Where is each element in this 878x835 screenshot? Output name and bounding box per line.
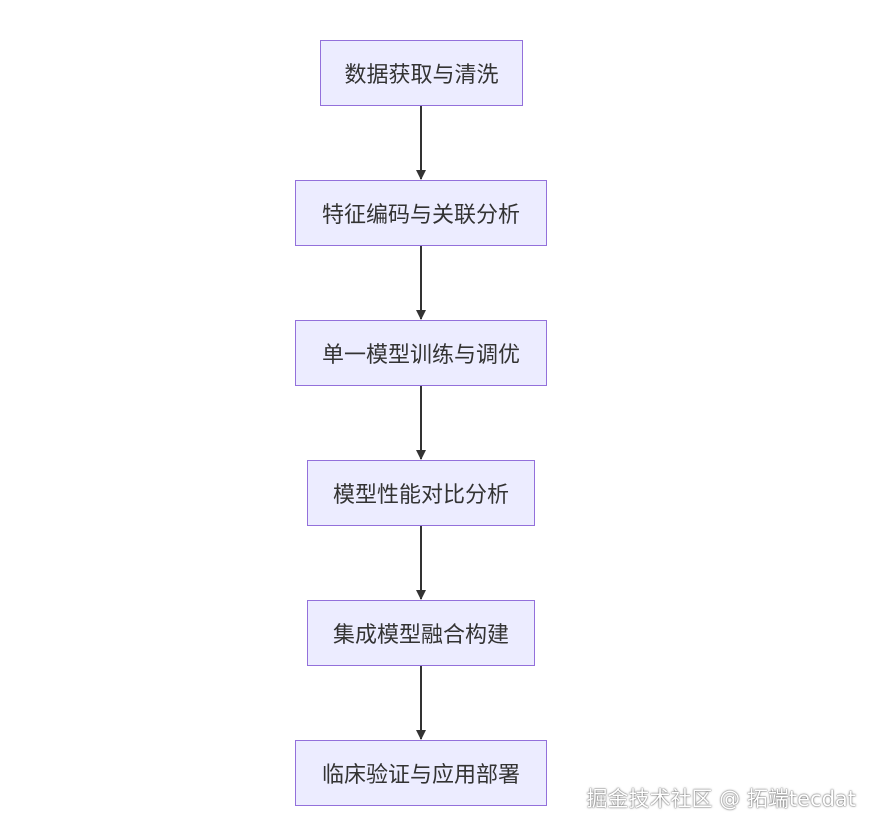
watermark: 掘金技术社区 @ 拓端tecdat	[586, 787, 856, 811]
node-label: 单一模型训练与调优	[321, 343, 520, 368]
node-feature-encoding-correlation: 特征编码与关联分析	[295, 180, 547, 246]
node-label: 临床验证与应用部署	[321, 763, 520, 788]
node-model-performance-comparison: 模型性能对比分析	[307, 460, 535, 526]
node-data-acquisition-cleaning: 数据获取与清洗	[320, 40, 523, 106]
node-label: 数据获取与清洗	[344, 63, 499, 88]
node-label: 模型性能对比分析	[332, 483, 509, 508]
node-single-model-training-tuning: 单一模型训练与调优	[295, 320, 547, 386]
node-clinical-validation-deployment: 临床验证与应用部署	[295, 740, 547, 806]
node-ensemble-model-fusion: 集成模型融合构建	[307, 600, 535, 666]
node-label: 特征编码与关联分析	[321, 203, 520, 228]
node-label: 集成模型融合构建	[332, 623, 509, 648]
